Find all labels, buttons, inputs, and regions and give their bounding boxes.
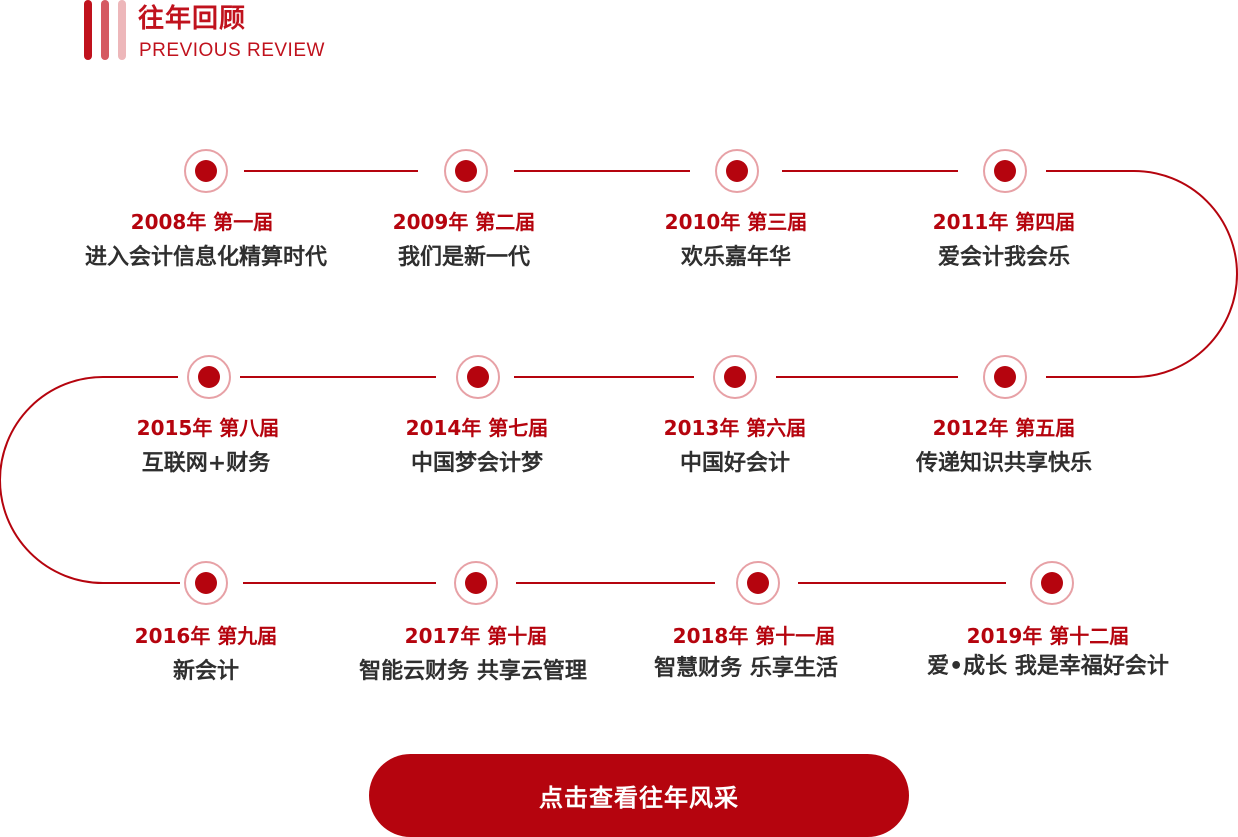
view-past-highlights-button[interactable]: 点击查看往年风采 — [369, 754, 909, 837]
timeline-node-2008[interactable] — [184, 149, 228, 193]
timeline-node-2014[interactable] — [456, 355, 500, 399]
timeline-year-label: 2009年 第二届 — [392, 210, 536, 234]
timeline-theme: 中国梦会计梦 — [410, 451, 543, 476]
timeline-year-label: 2017年 第十届 — [404, 624, 548, 648]
decoration-bar — [101, 0, 109, 60]
timeline-year-label: 2012年 第五届 — [932, 416, 1076, 440]
timeline-theme: 智能云财务 共享云管理 — [359, 659, 587, 684]
timeline-theme: 爱•成长 我是幸福好会计 — [927, 654, 1169, 679]
timeline-year-label: 2016年 第九届 — [134, 624, 278, 648]
timeline-theme: 新会计 — [172, 659, 239, 684]
timeline-node-2017[interactable] — [454, 561, 498, 605]
decoration-bar — [84, 0, 92, 60]
timeline-node-2009[interactable] — [444, 149, 488, 193]
timeline-year-label: 2013年 第六届 — [663, 416, 807, 440]
timeline-theme: 传递知识共享快乐 — [915, 451, 1092, 476]
timeline-node-2012[interactable] — [983, 355, 1027, 399]
decoration-bar — [118, 0, 126, 60]
timeline-year-label: 2019年 第十二届 — [966, 624, 1130, 648]
timeline-theme: 中国好会计 — [679, 451, 790, 476]
timeline-year-label: 2018年 第十一届 — [672, 624, 836, 648]
timeline-theme: 欢乐嘉年华 — [680, 245, 791, 270]
timeline-theme: 爱会计我会乐 — [937, 245, 1070, 270]
timeline-year-label: 2010年 第三届 — [664, 210, 808, 234]
timeline-theme: 我们是新一代 — [397, 245, 530, 270]
timeline-turn-left — [0, 376, 180, 584]
header-decoration-bars — [84, 0, 128, 62]
timeline-node-2013[interactable] — [713, 355, 757, 399]
timeline-node-2019[interactable] — [1030, 561, 1074, 605]
timeline-turn-right — [1046, 170, 1238, 378]
timeline-year-label: 2014年 第七届 — [405, 416, 549, 440]
timeline-theme: 进入会计信息化精算时代 — [84, 245, 327, 270]
section-subtitle: PREVIOUS REVIEW — [139, 40, 325, 61]
timeline-theme: 智慧财务 乐享生活 — [654, 656, 838, 681]
section-title: 往年回顾 — [138, 4, 247, 34]
timeline-year-label: 2008年 第一届 — [130, 210, 274, 234]
timeline-node-2010[interactable] — [715, 149, 759, 193]
timeline-node-2011[interactable] — [983, 149, 1027, 193]
timeline-node-2016[interactable] — [184, 561, 228, 605]
timeline-year-label: 2011年 第四届 — [932, 210, 1076, 234]
timeline-node-2015[interactable] — [187, 355, 231, 399]
timeline-node-2018[interactable] — [736, 561, 780, 605]
timeline-theme: 互联网+财务 — [141, 451, 271, 476]
timeline-year-label: 2015年 第八届 — [136, 416, 280, 440]
